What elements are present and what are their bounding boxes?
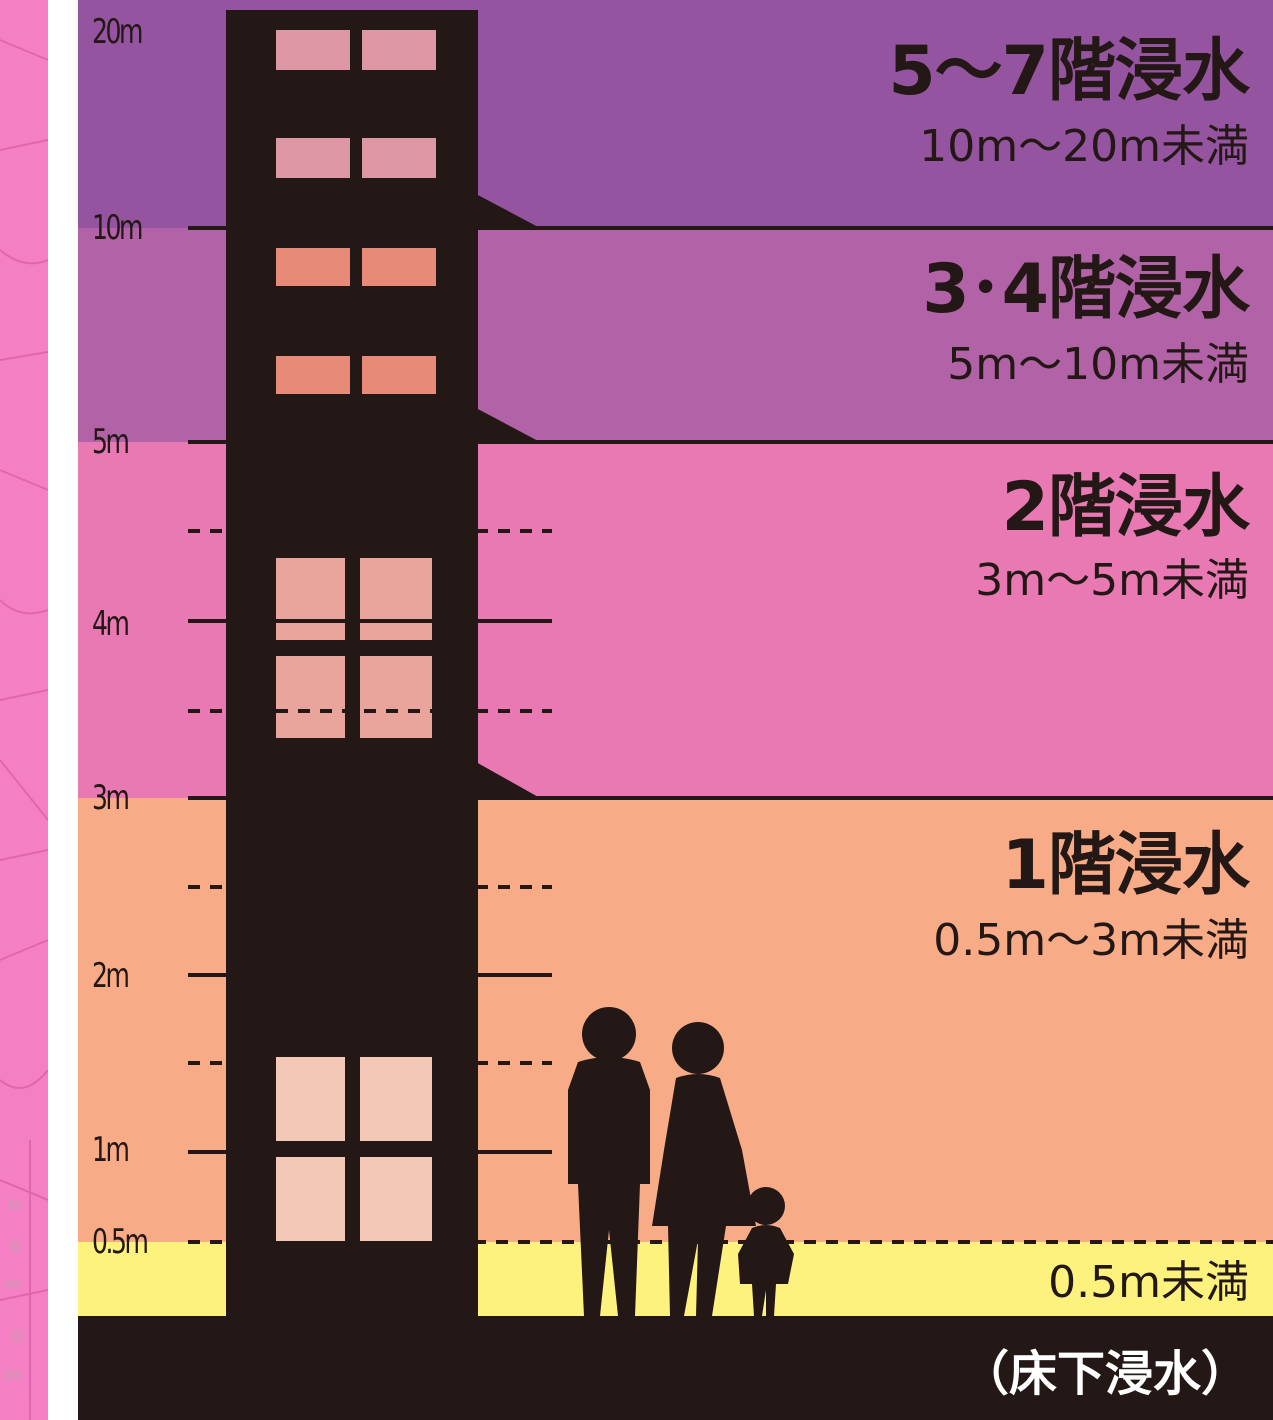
tick-label-10m: 10m <box>92 208 143 248</box>
ground <box>78 1316 1273 1420</box>
tick-label-3m: 3m <box>92 778 130 818</box>
level-title-floor-2: 2階浸水 <box>1001 468 1250 547</box>
level-range-floor-1: 0.5m～3m未満 <box>933 915 1249 966</box>
man-silhouette-icon <box>568 1007 650 1316</box>
tick-label-0-5m: 0.5m <box>92 1222 149 1262</box>
child-silhouette-icon <box>738 1187 794 1316</box>
level-title-under-floor: （床下浸水） <box>960 1346 1249 1402</box>
building-icon <box>226 10 478 1320</box>
level-range-under-floor: 0.5m未満 <box>1048 1257 1249 1308</box>
tick-label-4m: 4m <box>92 604 130 644</box>
background-map-strip <box>0 0 48 1420</box>
level-title-floor-1: 1階浸水 <box>1001 826 1250 905</box>
level-range-floors-3-4: 5m～10m未満 <box>947 339 1249 390</box>
map-roads-icon <box>0 0 48 1420</box>
tick-label-5m: 5m <box>92 422 130 462</box>
flood-depth-diagram: 20m 10m 5m 4m 3m 2m 1m 0.5m 5～7階浸水 10m～2… <box>78 0 1273 1420</box>
tick-label-1m: 1m <box>92 1130 130 1170</box>
tick-label-2m: 2m <box>92 956 130 996</box>
woman-silhouette-icon <box>652 1022 756 1316</box>
depth-bands <box>78 0 1273 1420</box>
tick-label-20m: 20m <box>92 12 143 52</box>
level-title-floors-3-4: 3･4階浸水 <box>922 250 1250 329</box>
level-range-floors-5-7: 10m～20m未満 <box>919 121 1249 172</box>
level-range-floor-2: 3m～5m未満 <box>975 555 1249 606</box>
level-title-floors-5-7: 5～7階浸水 <box>888 32 1250 111</box>
